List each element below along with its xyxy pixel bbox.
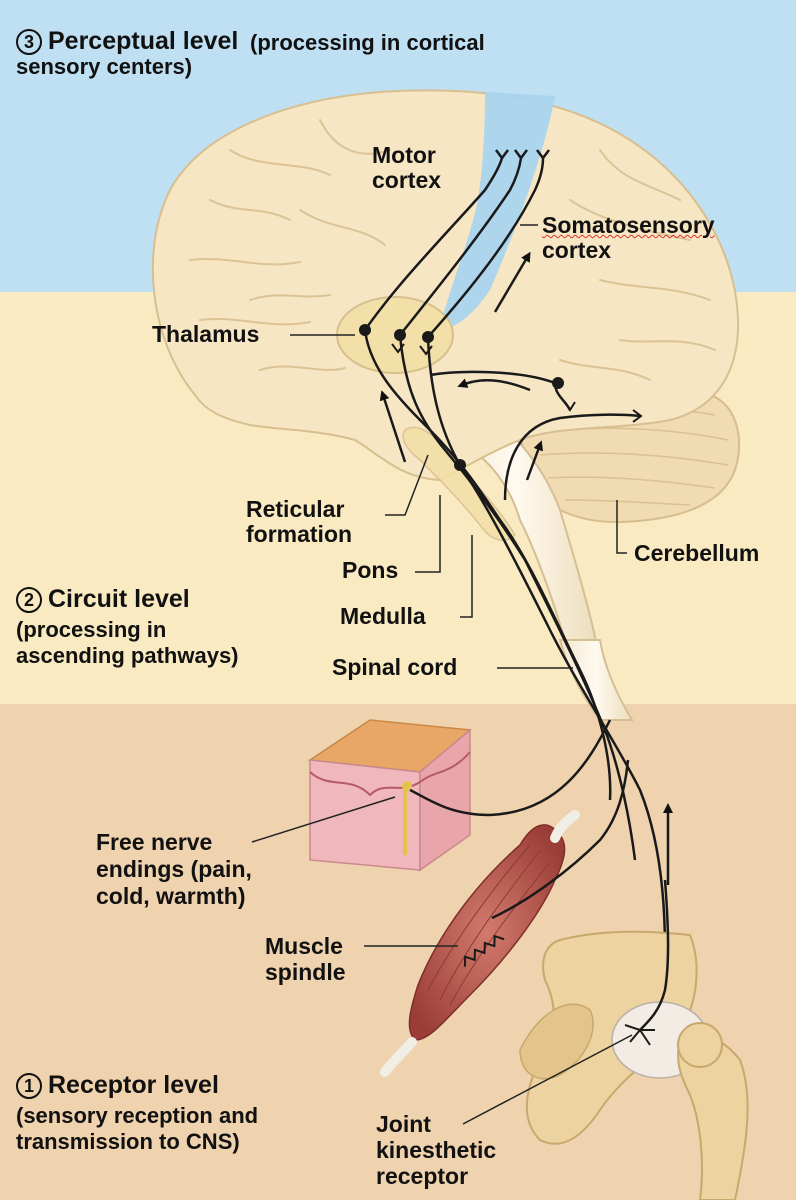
pons-label: Pons [342,557,399,583]
reticular-formation-label-line2: formation [246,521,353,547]
circuit-level-desc-line2: ascending pathways) [16,643,239,668]
level-2-number: 2 [16,587,42,613]
skin-block [307,719,472,872]
muscle-spindle-coil [463,934,505,967]
spinal-cord-label: Spinal cord [332,654,458,680]
joint-receptor-label-line2: kinesthetic [376,1137,497,1163]
muscle-spindle-label-line1: Muscle [265,933,343,959]
synapse-terminals [391,343,643,423]
brain-sulci [189,119,716,381]
somatosensory-label-line2: cortex [542,237,612,263]
pons-leader [415,495,441,573]
perceptual-level-desc-line2: sensory centers) [16,54,193,79]
cerebellum-leader [616,500,627,554]
free-nerve-endings-label-line1: Free nerve [96,829,213,855]
cortical-terminals [495,149,550,161]
somatosensory-label-line1: Somatosensory [542,212,715,238]
cerebellum-label: Cerebellum [634,540,760,566]
receptor-level-desc-line1: (sensory reception and [16,1103,259,1128]
free-nerve-leader [251,796,396,843]
neuron-cell-bodies [359,324,564,471]
medulla-label: Medulla [340,603,426,629]
reticular-leader [385,454,429,516]
free-nerve-endings-label-line2: endings (pain, [96,856,252,882]
muscle-spindle-fiber [491,759,630,920]
thalamocortical-fibers [363,157,545,338]
leader-lines [251,224,633,1125]
medulla-leader [460,535,473,618]
joint-receptor-label-line3: receptor [376,1163,469,1189]
motor-cortex-label-line1: Motor [372,142,436,168]
direction-arrows [379,251,673,885]
receptor-level-desc-line2: transmission to CNS) [16,1129,240,1154]
joint-receptor-endings [624,1024,655,1046]
reticular-formation-label-line1: Reticular [246,496,345,522]
joint-receptor-fiber [639,879,670,1031]
muscle-spindle-label-line2: spindle [265,959,346,985]
joint-receptor-leader [462,1034,633,1125]
level-3-number: 3 [16,29,42,55]
free-nerve-endings-label-line3: cold, warmth) [96,883,246,909]
circuit-level-desc-line1: (processing in [16,617,167,642]
thalamus-label: Thalamus [152,321,260,347]
joint-receptor-label-line1: Joint [376,1111,431,1137]
motor-cortex-label-line2: cortex [372,167,442,193]
muscle [380,810,580,1077]
ascending-pathways [363,329,667,951]
brain-cerebrum [151,89,740,482]
level-1-number: 1 [16,1073,42,1099]
free-nerve-ending-fiber [409,719,612,817]
perceptual-level-desc-line1: (processing in cortical [250,30,485,55]
